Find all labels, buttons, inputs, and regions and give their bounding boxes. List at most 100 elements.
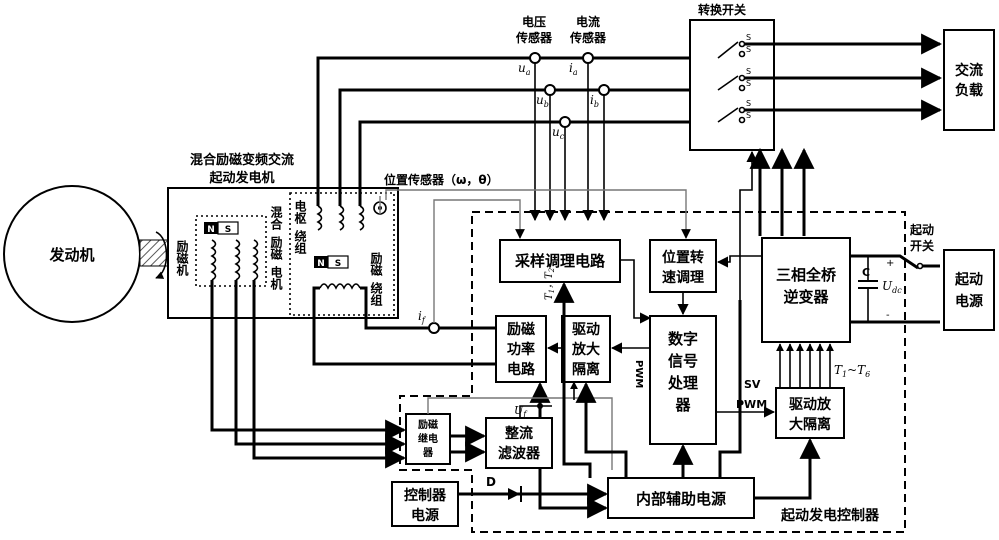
aux-power: 内部辅助电源 <box>607 477 755 519</box>
aux-power-label: 内部辅助电源 <box>636 490 726 508</box>
capacitor-label: C <box>862 266 870 279</box>
field-power-circuit: 励磁 功率 电路 <box>495 315 547 383</box>
switch-s-5: S <box>746 99 751 108</box>
position-sensor: 位置传感器（ω，θ） <box>379 172 691 239</box>
drive1-line1: 驱动 <box>572 321 600 338</box>
transfer-switch: 转换开关 S S S S S S <box>689 2 943 236</box>
dsp-line1: 数字 <box>668 330 698 348</box>
current-sensor-line1: 电流 <box>576 14 600 29</box>
controller-boundary <box>399 211 906 533</box>
relay-line3: 器 <box>422 447 434 459</box>
switch-s-1: S <box>746 33 751 42</box>
ia-label: ia <box>569 61 578 77</box>
field-relay: 励磁 继电 器 <box>405 413 451 465</box>
start-switch: 起动 开关 <box>909 222 934 253</box>
switch-s-2: S <box>746 45 751 54</box>
pwm-label: PWM <box>633 360 644 388</box>
phase-lines <box>316 52 718 222</box>
magnet-n-1: N <box>207 225 215 235</box>
start-switch-line2: 开关 <box>910 238 934 253</box>
armature-label-1: 电枢 <box>293 199 307 225</box>
inverter: 三相全桥 逆变器 <box>761 237 851 343</box>
voltage-sensor-line1: 电压 <box>522 14 546 29</box>
relay-line2: 继电 <box>418 432 438 445</box>
field-winding-label-2: 绕组 <box>369 281 383 307</box>
field-power-line3: 电路 <box>507 361 536 378</box>
field-winding-label-1: 励磁 <box>369 252 383 277</box>
switch-s-3: S <box>746 67 751 76</box>
armature-label-2: 绕组 <box>293 229 307 255</box>
dsp-line2: 信号 <box>668 352 698 370</box>
magnet-s-2: S <box>335 259 341 269</box>
dsp: 数字 信号 处理 器 <box>649 315 717 445</box>
inverter-line2: 逆变器 <box>783 288 829 306</box>
position-sensor-label: 位置传感器（ω，θ） <box>384 172 499 187</box>
field-power-line1: 励磁 <box>507 321 535 338</box>
pos-speed-circuit: 位置转 速调理 <box>649 239 717 293</box>
rectifier-line1: 整流 <box>504 425 533 442</box>
ub-label: ub <box>536 93 549 109</box>
magnet-n-2: N <box>317 259 325 269</box>
svg-text:-: - <box>886 310 890 321</box>
generator-title-line2: 起动发电机 <box>208 170 274 186</box>
diode: D <box>486 475 522 502</box>
pos-speed-line2: 速调理 <box>662 269 704 286</box>
start-power-line1: 起动 <box>954 271 983 288</box>
ib-label: ib <box>590 93 599 109</box>
switch-s-4: S <box>746 79 751 88</box>
magnet-exciter: N S <box>204 221 239 235</box>
drive-isolation-2: 驱动放 大隔离 <box>775 387 845 439</box>
armature-coils <box>316 205 365 231</box>
ac-load: 交流 负载 <box>943 29 995 131</box>
inverter-line1: 三相全桥 <box>776 266 837 284</box>
engine-label: 发动机 <box>48 246 94 264</box>
uc-label: uc <box>552 125 565 141</box>
ua-label: ua <box>518 61 531 77</box>
drive2-line1: 驱动放 <box>789 396 832 413</box>
switch-contacts: S S S S S S <box>717 33 751 124</box>
hybrid-label-2: 励磁 <box>269 236 283 261</box>
dsp-line3: 处理 <box>667 374 698 392</box>
hybrid-label-3: 电机 <box>269 265 283 291</box>
sampling-label: 采样调理电路 <box>514 252 606 270</box>
relay-line1: 励磁 <box>418 418 438 431</box>
current-sensor-line2: 传感器 <box>569 30 607 45</box>
diode-label: D <box>486 475 496 489</box>
if-label: if <box>418 309 427 325</box>
dc-bus: C Udc + - <box>850 254 940 324</box>
svg-text:+: + <box>886 258 894 269</box>
udc-label: Udc <box>882 279 902 295</box>
t16-label: T1~T6 <box>834 363 870 379</box>
magnet-machine: N S <box>314 255 349 269</box>
gate-signals: T1~T6 <box>776 343 870 388</box>
field-coil <box>319 283 361 290</box>
hybrid-label-1: 混合 <box>269 205 283 231</box>
drive1-line2: 放大 <box>571 341 600 358</box>
rectifier-filter: 整流 滤波器 <box>485 417 553 469</box>
ctrl-power-line2: 电源 <box>411 507 439 524</box>
start-switch-line1: 起动 <box>909 222 934 237</box>
magnet-s-1: S <box>225 225 231 235</box>
drive-isolation-1: 驱动 放大 隔离 <box>561 315 611 383</box>
controller-label: 起动发电控制器 <box>780 507 880 524</box>
controller-power: 控制器 电源 <box>391 481 459 527</box>
start-power: 起动 电源 <box>943 249 995 331</box>
switch-title: 转换开关 <box>698 2 746 17</box>
generator-title-line1: 混合励磁变频交流 <box>190 152 294 168</box>
voltage-sensor-line2: 传感器 <box>515 30 553 45</box>
start-power-line2: 电源 <box>955 293 983 310</box>
pwm2-label: PWM <box>736 398 767 411</box>
field-power-line2: 功率 <box>507 341 535 358</box>
pos-speed-line1: 位置转 <box>662 249 704 266</box>
sampling-circuit: 采样调理电路 <box>499 239 621 283</box>
exciter-label: 励磁机 <box>175 240 189 277</box>
generator: 混合励磁变频交流 起动发电机 励磁机 混合 励磁 电机 电枢 绕组 励磁 绕组 … <box>167 152 399 319</box>
ac-load-line2: 负载 <box>955 82 983 99</box>
dsp-line4: 器 <box>674 396 691 414</box>
sensor-labels: 电压 传感器 电流 传感器 ua ia ub ib uc <box>515 14 607 141</box>
uf-label: Uf <box>514 404 528 419</box>
drive1-line3: 隔离 <box>572 361 600 378</box>
drive2-line2: 大隔离 <box>789 416 831 433</box>
rectifier-line2: 滤波器 <box>498 445 541 462</box>
